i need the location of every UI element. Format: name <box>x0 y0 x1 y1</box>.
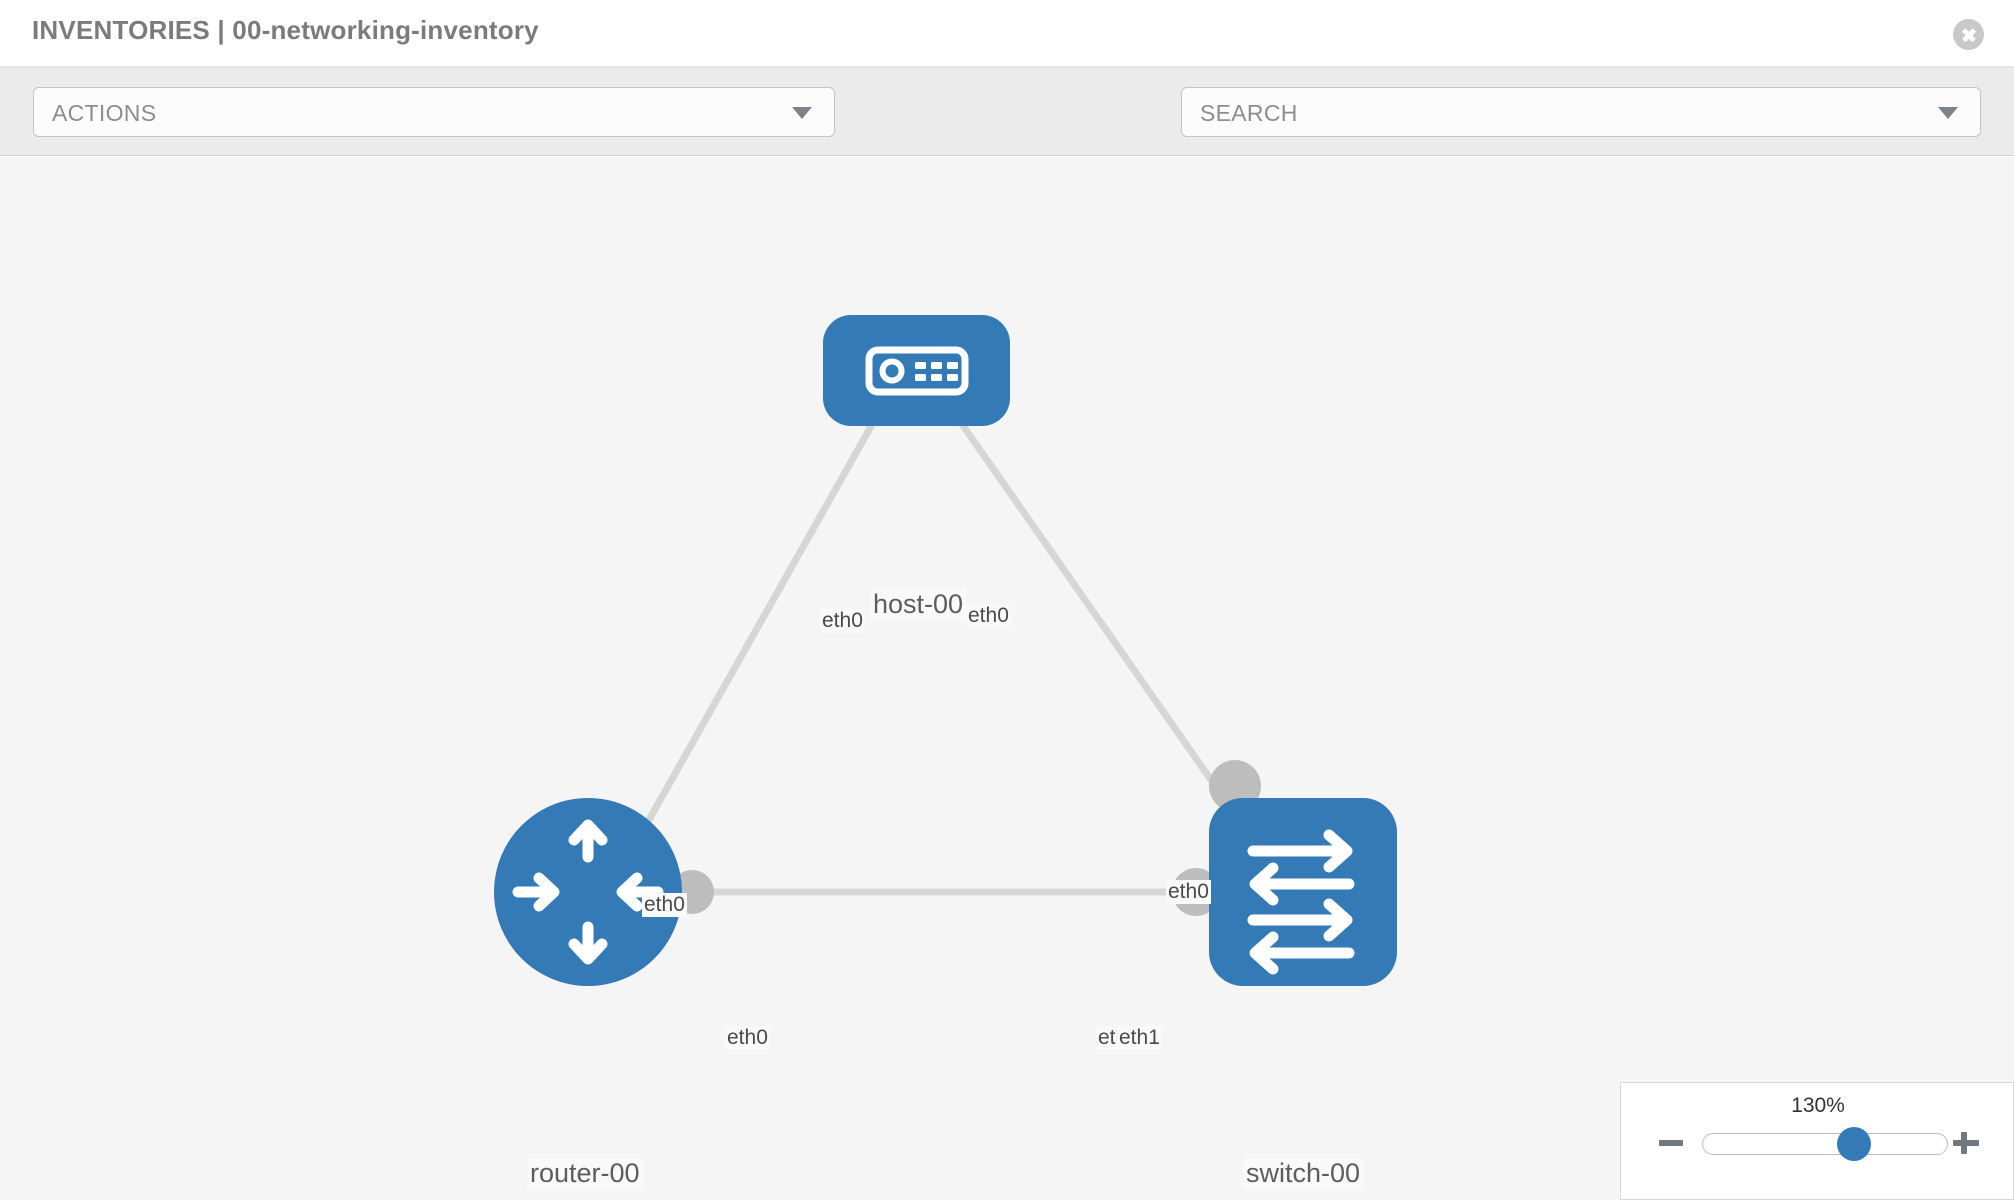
actions-dropdown-label: ACTIONS <box>52 100 157 126</box>
edge-label-switch-to-router: eth1 <box>1117 1026 1162 1050</box>
page-title: INVENTORIES | 00-networking-inventory <box>32 15 539 45</box>
zoom-level-value: 130% <box>1791 1094 1845 1117</box>
node-label-host-00: host-00 <box>870 589 967 620</box>
server-icon <box>865 346 969 396</box>
topology-canvas[interactable]: host-00 router-00 switch-00 eth0 eth0 et… <box>0 157 2014 1200</box>
node-host-00 <box>823 315 1010 426</box>
search-placeholder: SEARCH <box>1200 100 1298 126</box>
zoom-slider-thumb[interactable] <box>1836 1127 1871 1161</box>
node-switch-00 <box>1209 798 1397 986</box>
edge-label-router-to-switch: eth0 <box>725 1026 770 1050</box>
page-header: INVENTORIES | 00-networking-inventory <box>0 0 2014 68</box>
topology-links <box>600 404 1290 896</box>
close-icon[interactable] <box>1953 19 1984 50</box>
zoom-panel: 130% <box>1620 1082 2014 1200</box>
edge-label-switch-to-host: eth0 <box>1166 880 1211 904</box>
chevron-down-icon <box>1938 107 1958 119</box>
topology-graph <box>494 315 1397 986</box>
search-input[interactable]: SEARCH <box>1181 87 1981 137</box>
node-label-switch-00: switch-00 <box>1243 1158 1364 1189</box>
zoom-slider-track[interactable] <box>1702 1127 1948 1161</box>
edge-label-router-to-host: eth0 <box>642 893 687 917</box>
chevron-down-icon <box>792 107 812 119</box>
node-router-00 <box>494 798 682 986</box>
plus-icon[interactable] <box>1951 1128 1981 1158</box>
router-arrows-icon <box>512 819 664 965</box>
node-label-router-00: router-00 <box>527 1158 643 1189</box>
link-host-router <box>624 405 886 859</box>
actions-dropdown[interactable]: ACTIONS <box>33 87 835 137</box>
edge-label-host-to-switch: eth0 <box>966 604 1011 628</box>
topology-connectors <box>670 376 1261 916</box>
switch-arrows-icon <box>1247 829 1355 975</box>
minus-icon[interactable] <box>1657 1128 1687 1158</box>
edge-label-host-to-router: eth0 <box>820 609 865 633</box>
toolbar: ACTIONS SEARCH <box>0 68 2014 198</box>
